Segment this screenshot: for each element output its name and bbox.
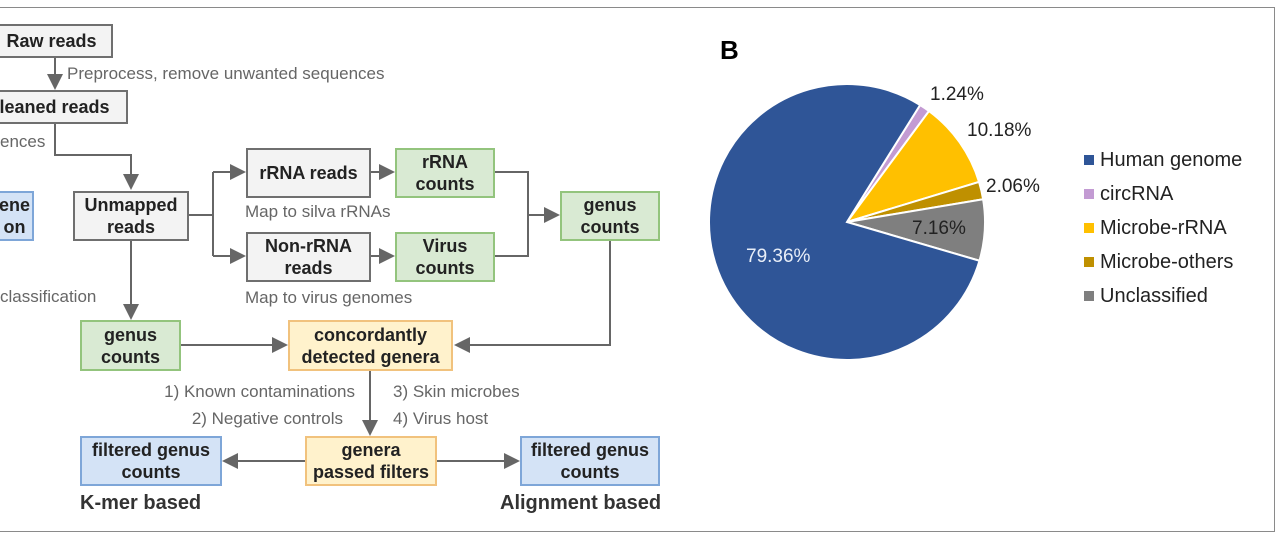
filter-3-label: 3) Skin microbes (393, 382, 520, 401)
figure-frame (0, 7, 1275, 532)
data-label-microbe-rrna: 10.18% (967, 120, 1032, 141)
pie-slice-human-genome (708, 83, 981, 361)
filter-2-label: 2) Negative controls (191, 409, 343, 428)
filtered-genus-counts-left-box: filtered genus counts (80, 436, 222, 486)
cleaned-reads-box: Cleaned reads (0, 90, 128, 124)
legend-label: Unclassified (1100, 284, 1208, 307)
data-label-human-genome: 79.36% (746, 246, 811, 267)
legend-swatch (1084, 189, 1094, 199)
arrow-genus-right-to-concordant (454, 240, 611, 353)
alignment-based-label: Alignment based (500, 492, 662, 514)
pie-slice-microbe-rrna (844, 109, 981, 224)
legend-swatch (1084, 291, 1094, 301)
filtered-genus-counts-right-box: filtered genus counts (520, 436, 660, 486)
data-label-circrna: 1.24% (930, 84, 984, 105)
legend-label: circRNA (1100, 182, 1174, 205)
panel-label-b: B (720, 35, 739, 65)
classification-label: classification (0, 287, 97, 306)
legend-swatch (1084, 257, 1094, 267)
legend-item-unclassified: Unclassified (1084, 279, 1242, 313)
non-rrna-reads-box: Non-rRNA reads (246, 232, 371, 282)
legend-label: Microbe-rRNA (1100, 216, 1227, 239)
legend: Human genome circRNA Microbe-rRNA Microb… (1084, 143, 1242, 313)
filter-4-label: 4) Virus host (393, 409, 489, 428)
data-label-microbe-others: 2.06% (986, 176, 1040, 197)
line-unmapped-split (189, 172, 214, 256)
gene-box: ene on (0, 191, 34, 241)
kmer-based-label: K-mer based (80, 492, 202, 514)
data-label-unclassified: 7.16% (912, 218, 966, 239)
legend-label: Microbe-others (1100, 250, 1234, 273)
filter-1-label: 1) Known contaminations (164, 382, 355, 401)
unmapped-reads-box: Unmapped reads (73, 191, 189, 241)
map-virus-label: Map to virus genomes (245, 288, 413, 307)
genus-counts-left-box: genus counts (80, 320, 181, 371)
genus-counts-right-box: genus counts (560, 191, 660, 241)
flow-connectors (47, 57, 611, 469)
genera-passed-filters-box: genera passed filters (305, 436, 437, 486)
map-silva-label: Map to silva rRNAs (245, 202, 391, 221)
virus-counts-box: Virus counts (395, 232, 495, 282)
legend-item-circrna: circRNA (1084, 177, 1242, 211)
raw-reads-box: Raw reads (0, 24, 113, 58)
legend-swatch (1084, 155, 1094, 165)
legend-swatch (1084, 223, 1094, 233)
legend-item-microbe-others: Microbe-others (1084, 245, 1242, 279)
rrna-reads-box: rRNA reads (246, 148, 371, 198)
rrna-counts-box: rRNA counts (395, 148, 495, 198)
arrow-cleaned-to-unmapped (54, 124, 139, 190)
sequences-label: ences (0, 132, 46, 151)
concordant-genera-box: concordantly detected genera (288, 320, 453, 371)
legend-label: Human genome (1100, 148, 1243, 171)
legend-item-microbe-rrna: Microbe-rRNA (1084, 211, 1242, 245)
preprocess-label: Preprocess, remove unwanted sequences (67, 64, 385, 83)
legend-item-human-genome: Human genome (1084, 143, 1242, 177)
